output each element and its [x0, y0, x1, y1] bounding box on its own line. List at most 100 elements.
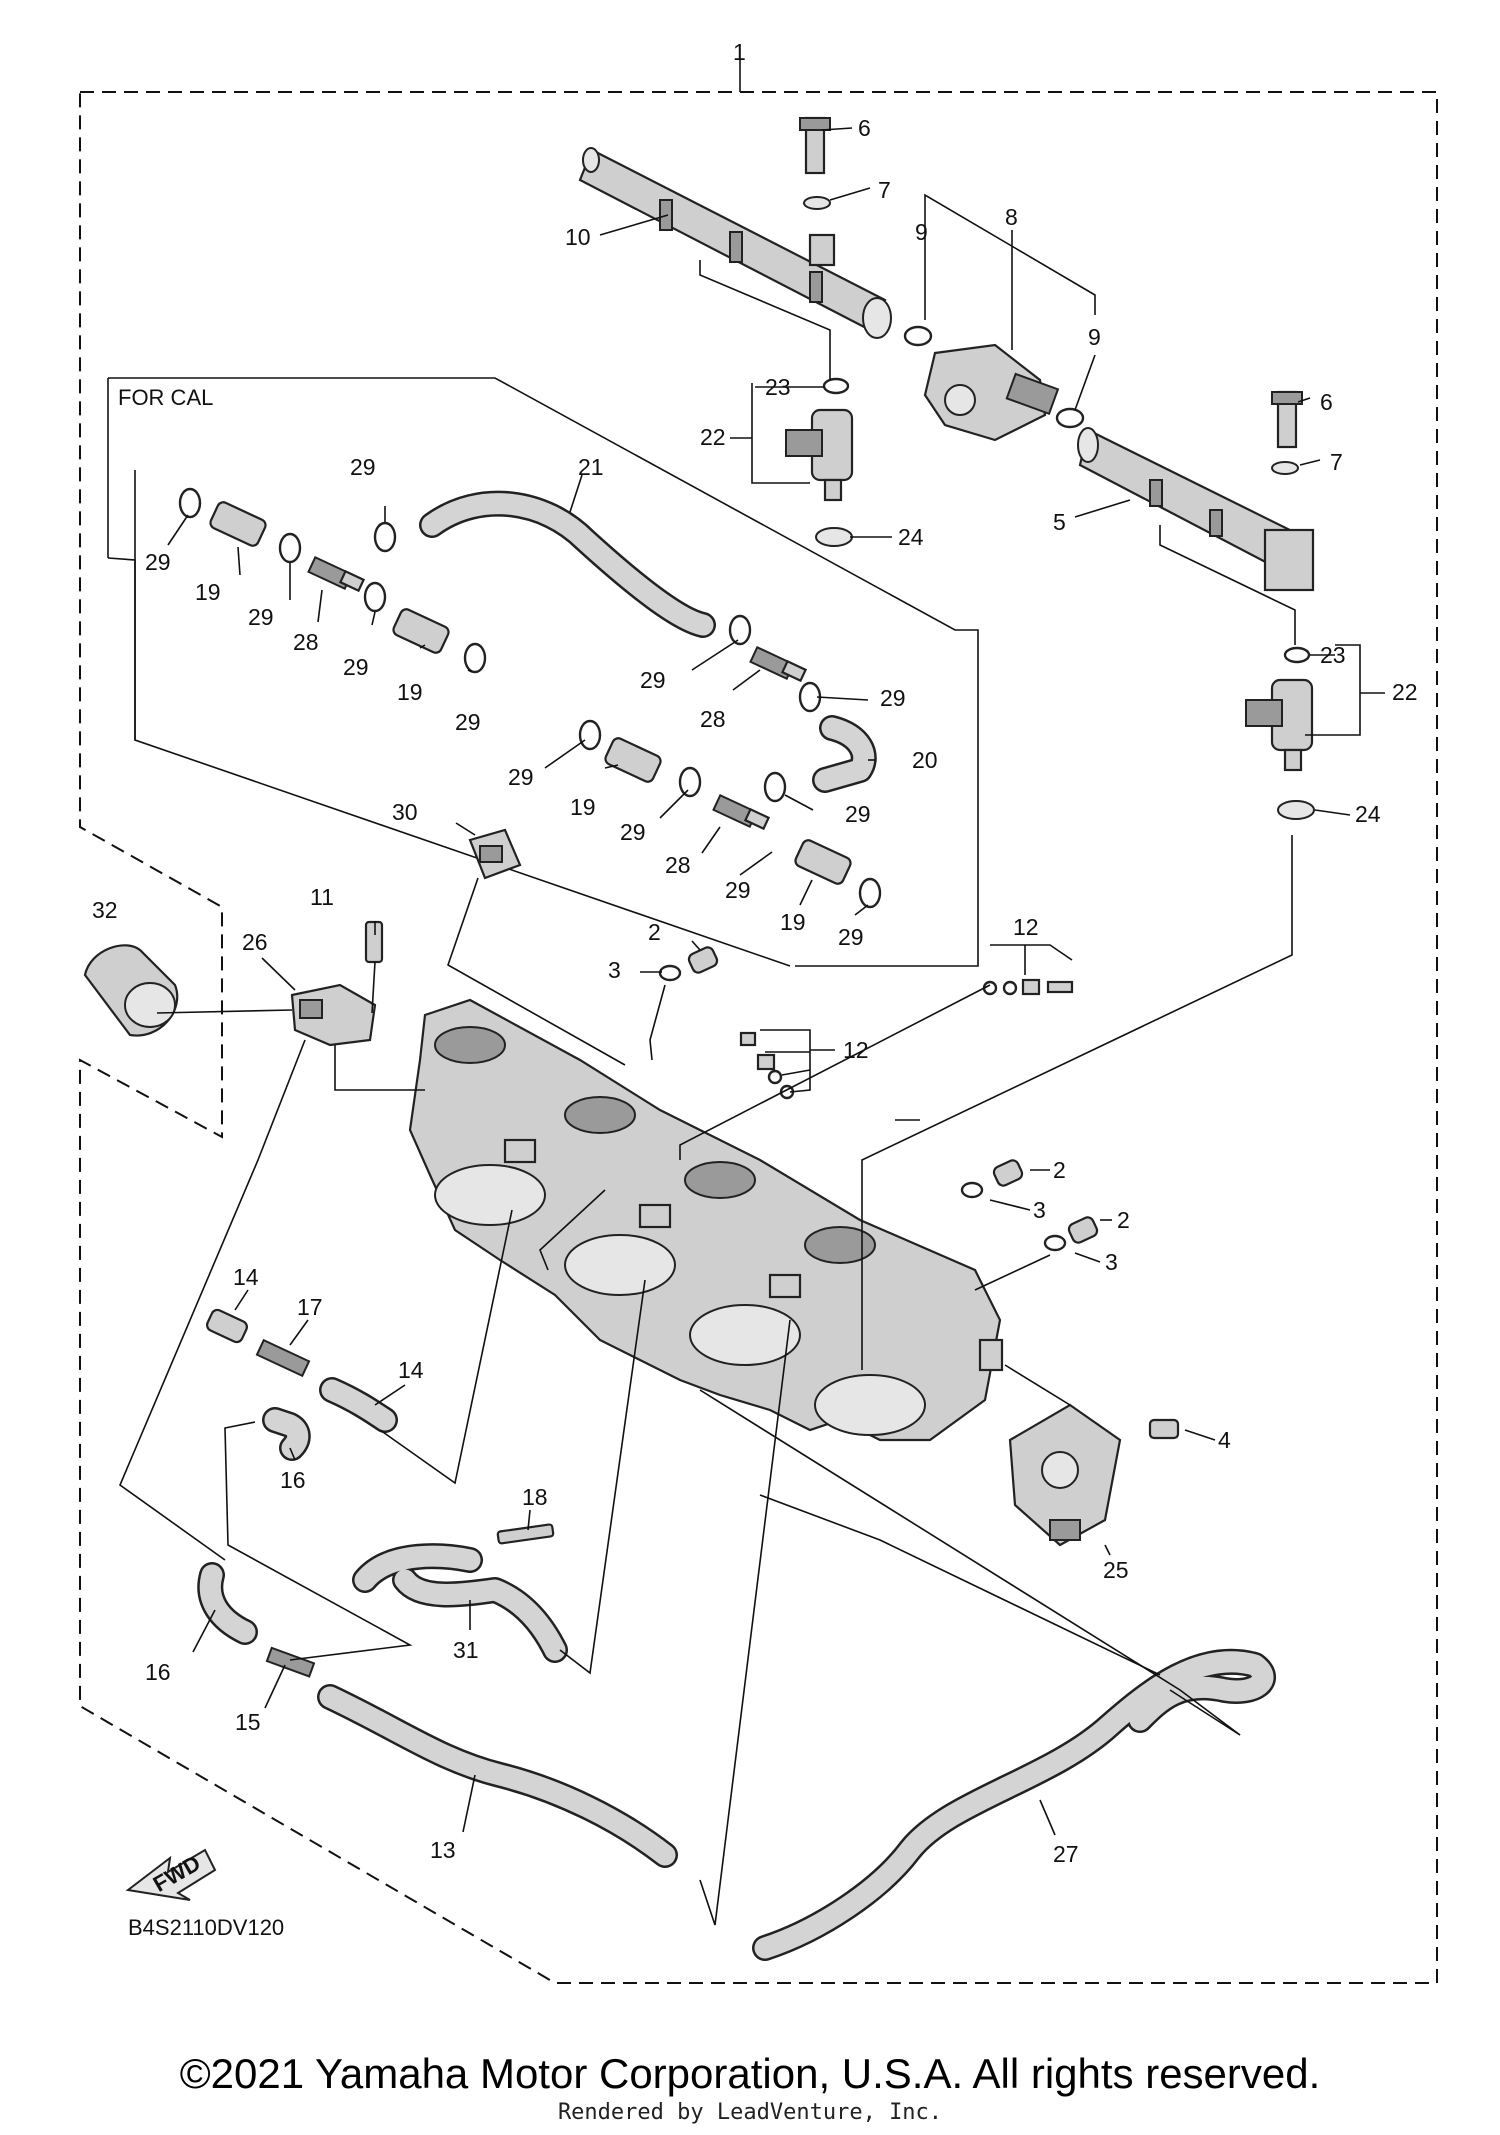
- hose-19-b: [392, 608, 450, 654]
- copyright-notice: ©2021 Yamaha Motor Corporation, U.S.A. A…: [179, 2050, 1321, 2097]
- sensor-26: [290, 983, 377, 1047]
- callout-20: 20: [912, 747, 938, 773]
- callout-26: 26: [242, 929, 268, 955]
- screw-set-12-upper: [982, 978, 1074, 996]
- cap-2-a: [687, 946, 719, 974]
- screw-4: [1148, 1418, 1180, 1440]
- hose-19-a: [209, 501, 267, 547]
- callout-7: 7: [878, 177, 891, 203]
- washer-upper: [803, 196, 831, 210]
- callout-24: 24: [1355, 801, 1381, 827]
- clamp-3-b: [960, 1181, 984, 1199]
- callout-22: 22: [1392, 679, 1418, 705]
- callout-21: 21: [578, 454, 604, 480]
- callout-29: 29: [838, 924, 864, 950]
- callout-5: 5: [1053, 509, 1066, 535]
- leader-lines: [119, 127, 1385, 1926]
- hose-14-b: [319, 1377, 398, 1433]
- sensor-30: [468, 828, 522, 880]
- o-ring-left: [903, 325, 933, 347]
- callout-labels: 1 6 7 10 8 9 9 23 22 24 6 7 5 23 22 24 2…: [92, 39, 1418, 1867]
- callout-29: 29: [508, 764, 534, 790]
- pressure-regulator: [923, 343, 1060, 442]
- callout-29: 29: [640, 667, 666, 693]
- callout-13: 13: [430, 1837, 456, 1863]
- callout-29: 29: [725, 877, 751, 903]
- throttle-body: [408, 998, 1004, 1442]
- callout-29: 29: [248, 604, 274, 630]
- cap-2-b: [992, 1159, 1024, 1187]
- callout-30: 30: [392, 799, 418, 825]
- callout-28: 28: [665, 852, 691, 878]
- fwd-arrow-icon: FWD: [125, 1848, 217, 1901]
- for-cal-boundary: [107, 377, 979, 967]
- callout-10: 10: [565, 224, 591, 250]
- bolt-11: [364, 920, 384, 964]
- callout-7: 7: [1330, 449, 1343, 475]
- fitting-28-b: [749, 645, 808, 683]
- callout-2: 2: [648, 919, 661, 945]
- callout-14: 14: [233, 1264, 259, 1290]
- hose-20: [812, 715, 877, 793]
- callout-12: 12: [1013, 914, 1039, 940]
- callout-11: 11: [310, 884, 334, 910]
- callout-17: 17: [297, 1294, 323, 1320]
- callout-3: 3: [1105, 1249, 1118, 1275]
- callout-28: 28: [293, 629, 319, 655]
- cap-2-c: [1067, 1216, 1099, 1244]
- clamp-3-a: [658, 964, 682, 982]
- callout-6: 6: [858, 115, 871, 141]
- elbow-16-upper: [262, 1407, 311, 1461]
- callout-29: 29: [620, 819, 646, 845]
- fuel-injector-upper: [785, 408, 854, 502]
- callout-4: 4: [1218, 1427, 1231, 1453]
- callout-1: 1: [733, 39, 746, 65]
- callout-16: 16: [145, 1659, 171, 1685]
- hose-19-d: [794, 839, 852, 885]
- callout-25: 25: [1103, 1557, 1129, 1583]
- bolt-upper: [799, 116, 831, 175]
- rendered-by-notice: Rendered by LeadVenture, Inc.: [557, 2100, 943, 2125]
- callout-23: 23: [1320, 642, 1346, 668]
- washer-lower: [1271, 461, 1299, 475]
- callout-9: 9: [1088, 324, 1101, 350]
- callout-16: 16: [280, 1467, 306, 1493]
- callout-23: 23: [765, 374, 791, 400]
- hose-31: [352, 1543, 568, 1663]
- callout-19: 19: [570, 794, 596, 820]
- callout-14: 14: [398, 1357, 424, 1383]
- hose-27: [752, 1648, 1276, 1961]
- callout-29: 29: [845, 801, 871, 827]
- joint-15: [265, 1646, 316, 1678]
- hose-13: [317, 1684, 678, 1868]
- callout-29: 29: [145, 549, 171, 575]
- screw-set-12-lower: [739, 1031, 795, 1100]
- callout-29: 29: [350, 454, 376, 480]
- callout-3: 3: [1033, 1197, 1046, 1223]
- callout-2: 2: [1117, 1207, 1130, 1233]
- callout-8: 8: [1005, 204, 1018, 230]
- callout-27: 27: [1053, 1841, 1079, 1867]
- callout-9: 9: [915, 219, 928, 245]
- callout-15: 15: [235, 1709, 261, 1735]
- diagram-code: B4S2110DV120: [128, 1915, 284, 1940]
- callout-2: 2: [1053, 1157, 1066, 1183]
- callout-19: 19: [195, 579, 221, 605]
- bolt-18: [496, 1523, 555, 1545]
- throttle-position-sensor: [1008, 1403, 1122, 1547]
- hose-21: [419, 490, 716, 638]
- callout-19: 19: [780, 909, 806, 935]
- joint-17: [255, 1338, 311, 1378]
- fuel-injector-lower: [1245, 678, 1314, 772]
- callout-24: 24: [898, 524, 924, 550]
- fitting-28-a: [307, 555, 366, 593]
- callout-19: 19: [397, 679, 423, 705]
- callout-18: 18: [522, 1484, 548, 1510]
- fuel-rail-lower: [1077, 427, 1315, 592]
- callout-6: 6: [1320, 389, 1333, 415]
- bolt-lower: [1271, 390, 1303, 449]
- hose-19-c: [604, 737, 662, 783]
- clips-29: [178, 487, 882, 909]
- callout-29: 29: [343, 654, 369, 680]
